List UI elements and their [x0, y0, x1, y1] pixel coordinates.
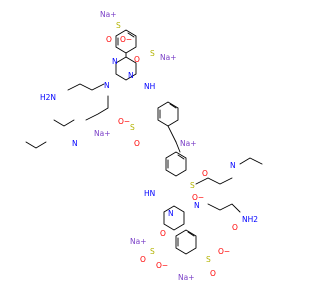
sulfur-atom-4: S	[190, 181, 195, 190]
oxygen-atom-13: O	[210, 269, 216, 278]
sulfur-atom-5: S	[150, 247, 155, 256]
bond-skeleton	[25, 29, 263, 255]
amine-hn-2: HN	[144, 189, 155, 198]
oxygen-atom-4: O−	[118, 117, 130, 126]
sulfur-atom-6: S	[206, 255, 211, 264]
oxygen-atom-10: O	[140, 255, 146, 264]
nitrogen-atom-5: N	[230, 161, 236, 170]
oxygen-atom-11: O−	[156, 261, 168, 270]
oxygen-atom-12: O−	[218, 247, 230, 256]
oxygen-atom-9: O	[160, 229, 166, 238]
amide-nh2-1: H2N	[40, 93, 56, 102]
amine-nh-1: NH	[144, 82, 155, 91]
sodium-ion-4: Na+	[94, 129, 111, 138]
nitrogen-atom-4: N	[72, 139, 78, 148]
sodium-ion-2: Na+	[160, 53, 177, 62]
oxygen-atom-5: O	[134, 139, 140, 148]
oxygen-atom-7: O−	[192, 193, 204, 202]
sodium-ion-6: Na+	[178, 273, 195, 282]
nitrogen-atom-6: N	[168, 209, 174, 218]
molecule-structure: Na+ S O O− S Na+ O N N N NH H2N N Na+ Na…	[25, 10, 263, 282]
nitrogen-atom-2: N	[128, 71, 134, 80]
sulfur-atom-1: S	[116, 21, 121, 30]
oxygen-atom-2: O−	[120, 35, 132, 44]
nitrogen-atom-3: N	[104, 81, 110, 90]
nitrogen-atom-7: N	[194, 201, 200, 210]
sodium-ion-5: Na+	[130, 237, 147, 246]
amide-nh2-2: NH2	[242, 215, 258, 224]
oxygen-atom-6: O	[202, 169, 208, 178]
oxygen-atom-3: O	[134, 55, 140, 64]
nitrogen-atom-1: N	[112, 57, 118, 66]
sodium-ion-3: Na+	[180, 139, 197, 148]
sulfur-atom-3: S	[130, 123, 135, 132]
oxygen-atom-8: O	[232, 223, 238, 232]
oxygen-atom-1: O	[106, 35, 112, 44]
sulfur-atom-2: S	[150, 49, 155, 58]
sodium-ion-1: Na+	[100, 10, 117, 19]
atom-labels: Na+ S O O− S Na+ O N N N NH H2N N Na+ Na…	[40, 10, 258, 282]
